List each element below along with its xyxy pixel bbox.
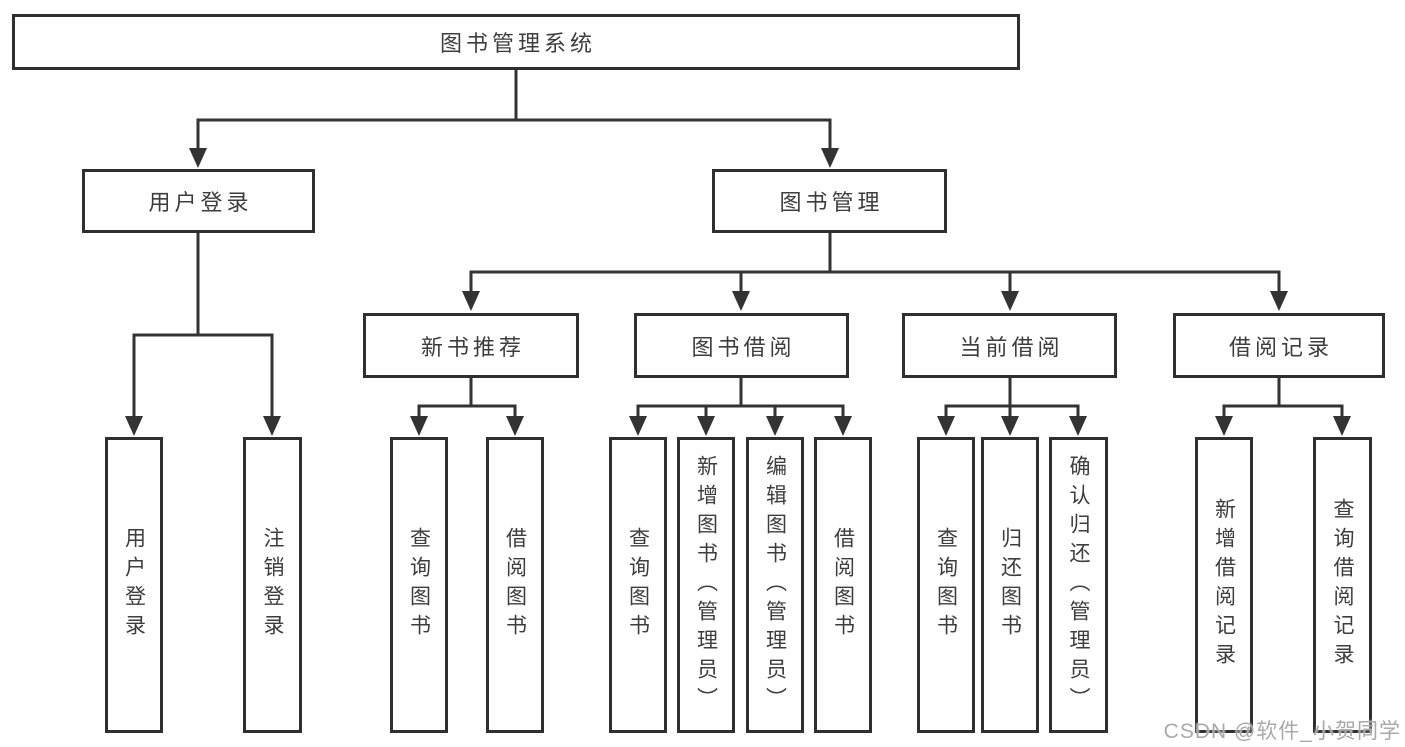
node-library-management-system: 图书管理系统 — [12, 14, 1020, 70]
connector-root-branch — [189, 69, 839, 168]
leaf-query-books-current: 查询图书 — [917, 437, 975, 733]
leaf-return-books: 归还图书 — [981, 437, 1039, 733]
leaf-add-borrow-record: 新增借阅记录 — [1195, 437, 1253, 733]
connector-current-borrow-branch — [937, 378, 1087, 436]
leaf-confirm-return-admin: 确认归还（管理员） — [1049, 437, 1108, 733]
node-new-book-recommend: 新书推荐 — [363, 313, 579, 378]
leaf-add-books-admin: 新增图书（管理员） — [677, 437, 735, 733]
connector-borrow-records-branch — [1215, 378, 1351, 436]
leaf-query-borrow-record: 查询借阅记录 — [1313, 437, 1372, 733]
leaf-logout-login: 注销登录 — [243, 437, 302, 733]
node-current-borrow: 当前借阅 — [902, 313, 1117, 378]
leaf-borrow-books-recommend: 借阅图书 — [486, 437, 544, 733]
node-user-login: 用户登录 — [82, 169, 315, 233]
connector-user-login-branch — [125, 233, 281, 436]
node-book-borrow: 图书借阅 — [634, 313, 849, 378]
connector-book-management-branch — [462, 233, 1288, 311]
node-book-management: 图书管理 — [712, 169, 947, 233]
node-borrow-records: 借阅记录 — [1173, 313, 1385, 378]
watermark: CSDN @软件_小贺同学 — [1163, 720, 1401, 743]
leaf-user-login: 用户登录 — [105, 437, 163, 733]
leaf-query-books-borrow: 查询图书 — [609, 437, 667, 733]
leaf-borrow-books: 借阅图书 — [814, 437, 872, 733]
leaf-edit-books-admin: 编辑图书（管理员） — [746, 437, 804, 733]
leaf-query-books-recommend: 查询图书 — [390, 437, 448, 733]
connector-book-borrow-branch — [629, 378, 852, 436]
connector-new-book-branch — [410, 378, 524, 436]
